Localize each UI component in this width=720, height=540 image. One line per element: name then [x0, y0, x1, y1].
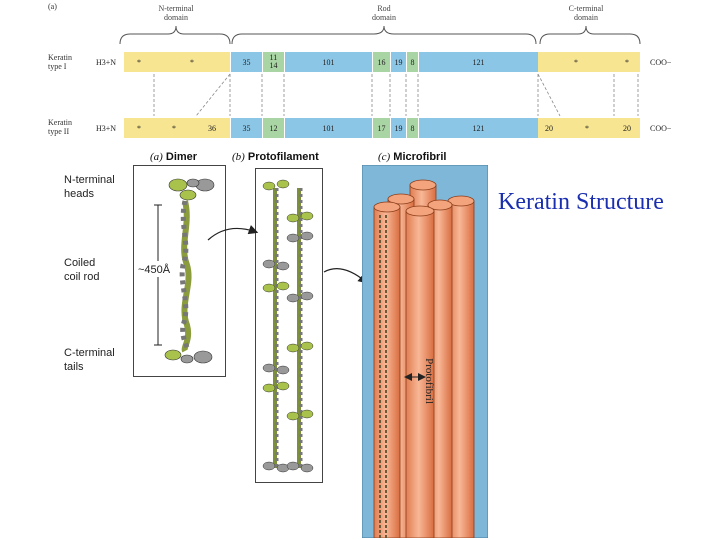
- segment: *: [560, 118, 614, 138]
- c-terminal-domain-label: C-terminal domain: [568, 4, 604, 22]
- segment: 17: [372, 118, 390, 138]
- n-terminal-domain-label: N-terminal domain: [158, 4, 194, 22]
- page-title: Keratin Structure: [498, 189, 664, 215]
- coiled-coil-rod-label: Coiled coil rod: [64, 257, 100, 283]
- segment: *: [154, 52, 230, 72]
- keratin-type-i-label: Keratin type I: [48, 53, 72, 71]
- rod-domain-label: Rod domain: [372, 4, 396, 22]
- segment: 121: [418, 118, 538, 138]
- segment: 16: [372, 52, 390, 72]
- segment: 11 14: [262, 52, 284, 72]
- protofilament-illustration: [255, 168, 323, 483]
- caption-micro-text: Microfibril: [393, 151, 447, 163]
- protofibril-label: Protofibril: [423, 358, 435, 404]
- n-terminus-type-i: H3+N: [96, 58, 117, 67]
- segment: 19: [390, 52, 406, 72]
- segment: *: [124, 52, 154, 72]
- caption-dimer: (a) Dimer: [150, 151, 197, 163]
- segment: *: [154, 118, 194, 138]
- n-terminus-type-ii: H3+N: [96, 124, 117, 133]
- segment: 8: [406, 52, 418, 72]
- caption-micro-letter: (c): [378, 151, 391, 163]
- caption-proto-text: Protofilament: [247, 151, 319, 163]
- segment: 12: [262, 118, 284, 138]
- segment: 35: [230, 118, 262, 138]
- caption-proto-letter: (b): [232, 151, 245, 163]
- segment: 36: [194, 118, 230, 138]
- segment: 101: [284, 118, 372, 138]
- segment: 101: [284, 52, 372, 72]
- n-terminal-heads-label: N-terminal heads: [64, 174, 115, 200]
- caption-dimer-text: Dimer: [165, 151, 198, 163]
- keratin-type-ii-bar: * * 36 35 12 101 17 19 8 121 20 * 20: [124, 118, 640, 138]
- rod-length-label: ~450Å: [138, 263, 171, 277]
- c-terminal-tails-label: C-terminal tails: [64, 347, 115, 373]
- c-terminus-type-ii: COO−: [650, 124, 672, 133]
- segment: *: [614, 52, 640, 72]
- segment: 121: [418, 52, 538, 72]
- segment: 20: [538, 118, 560, 138]
- segment: 19: [390, 118, 406, 138]
- microfibril-illustration: [362, 165, 488, 538]
- domain-brackets: [119, 25, 641, 117]
- segment: 35: [230, 52, 262, 72]
- keratin-type-ii-label: Keratin type II: [48, 118, 72, 136]
- caption-microfibril: (c) Microfibril: [378, 151, 446, 163]
- caption-dimer-letter: (a): [150, 151, 163, 163]
- segment: *: [538, 52, 614, 72]
- panel-label: (a): [48, 2, 57, 11]
- segment: 20: [614, 118, 640, 138]
- c-terminus-type-i: COO−: [650, 58, 672, 67]
- caption-protofilament: (b) Protofilament: [232, 151, 319, 163]
- segment: *: [124, 118, 154, 138]
- segment: 8: [406, 118, 418, 138]
- keratin-type-i-bar: * * 35 11 14 101 16 19 8 121 * *: [124, 52, 640, 72]
